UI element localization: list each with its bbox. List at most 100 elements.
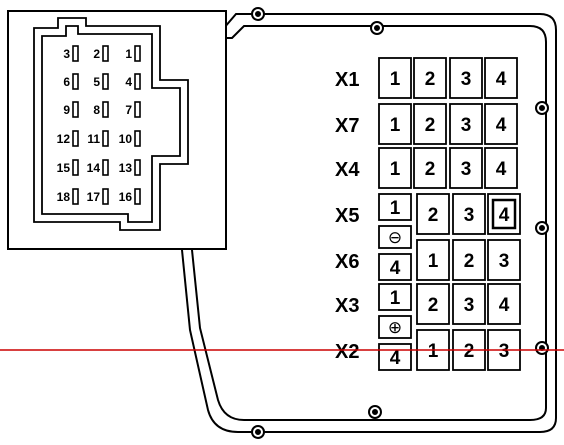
connector-cell xyxy=(452,283,486,325)
polarity-cell xyxy=(378,225,412,249)
connector-cell xyxy=(487,283,521,325)
connector-pin-number: 2 xyxy=(464,341,475,362)
connector-pin-number: 4 xyxy=(496,115,507,136)
pin-slot xyxy=(72,45,79,62)
pin-label: 14 xyxy=(87,161,101,175)
connector-pin-number: 1 xyxy=(390,159,401,180)
connector-cell xyxy=(484,103,518,145)
connector-cell xyxy=(452,239,486,281)
pin-slot xyxy=(134,159,141,176)
connector-cell xyxy=(378,193,412,221)
connector-pin-number: 4 xyxy=(496,159,507,180)
connector-cell xyxy=(413,103,447,145)
connector-pin-number: 1 xyxy=(390,115,401,136)
pin-label: 12 xyxy=(57,132,71,146)
connector-pin-number: 4 xyxy=(390,348,401,369)
connector-cell xyxy=(378,343,412,371)
pin-slot xyxy=(102,101,109,118)
pin-slot xyxy=(72,159,79,176)
connector-pin-number: 1 xyxy=(390,288,401,309)
pin-label: 11 xyxy=(87,132,100,146)
pin-slot xyxy=(134,73,141,90)
pin-label: 6 xyxy=(63,75,70,89)
connector-cell xyxy=(378,253,412,281)
connector-cell xyxy=(449,147,483,189)
pin-label: 3 xyxy=(63,47,70,61)
connector-cell xyxy=(416,239,450,281)
connector-label-x7: X7 xyxy=(335,115,359,137)
connector-label-x1: X1 xyxy=(335,69,359,91)
pin-label: 5 xyxy=(93,75,100,89)
connector-pin-number: 3 xyxy=(464,205,475,226)
connector-cell xyxy=(484,147,518,189)
pin-label: 16 xyxy=(119,190,133,204)
connector-pin-number: 2 xyxy=(464,251,475,272)
inset-outer-outline xyxy=(33,17,189,231)
pin-slot xyxy=(72,101,79,118)
connector-cell xyxy=(449,57,483,99)
pin-slot xyxy=(134,101,141,118)
connector-pin-number: 1 xyxy=(390,198,401,219)
connector-pin-number: 2 xyxy=(428,205,439,226)
connector-cell xyxy=(378,103,412,145)
pin-label: 18 xyxy=(57,190,71,204)
connector-cell xyxy=(378,283,412,311)
connector-pin-number: 4 xyxy=(496,69,507,90)
pin-slot xyxy=(102,188,109,205)
pin-label: 10 xyxy=(119,132,133,146)
connector-label-x3: X3 xyxy=(335,295,359,317)
connector-pin-number: 2 xyxy=(425,69,436,90)
pin-slot xyxy=(134,130,141,147)
connector-pin-number: 4 xyxy=(499,205,510,226)
connector-cell xyxy=(416,283,450,325)
connector-pin-number: 4 xyxy=(499,295,510,316)
inset-inner-outline xyxy=(41,25,181,223)
connector-pin-number: 3 xyxy=(461,159,472,180)
connector-label-x6: X6 xyxy=(335,251,359,273)
connector-cell xyxy=(416,193,450,235)
connector-cell xyxy=(378,147,412,189)
connector-cell xyxy=(413,147,447,189)
pin-label: 8 xyxy=(93,103,100,117)
polarity-symbol: ⊖ xyxy=(388,228,402,247)
pin-slot xyxy=(102,45,109,62)
connector-cell xyxy=(378,57,412,99)
pin-slot xyxy=(102,130,109,147)
connector-pin-number: 2 xyxy=(425,115,436,136)
connector-pin-number: 1 xyxy=(390,69,401,90)
pin-slot xyxy=(72,130,79,147)
connector-pin-number: 3 xyxy=(461,69,472,90)
polarity-cell xyxy=(378,315,412,339)
connector-label-x2: X2 xyxy=(335,341,359,363)
pin-label: 17 xyxy=(87,190,101,204)
pin-label: 13 xyxy=(119,161,133,175)
pin-slot xyxy=(72,73,79,90)
connector-pin-number: 1 xyxy=(428,341,439,362)
connector-pin-number: 3 xyxy=(499,251,510,272)
connector-cell xyxy=(452,193,486,235)
pin-slot xyxy=(102,73,109,90)
pin-label: 7 xyxy=(125,103,132,117)
connector-pin-number: 3 xyxy=(464,295,475,316)
connector-cell xyxy=(413,57,447,99)
pin-slot xyxy=(134,45,141,62)
connector-pin-number: 4 xyxy=(390,258,401,279)
pin-label: 2 xyxy=(93,47,100,61)
pin-label: 4 xyxy=(125,75,132,89)
pin-label: 1 xyxy=(125,47,132,61)
screw-boss xyxy=(251,7,549,439)
connector-pin-number: 1 xyxy=(428,251,439,272)
connector-cell xyxy=(484,57,518,99)
polarity-symbol: ⊕ xyxy=(388,318,402,337)
connector-label-x4: X4 xyxy=(335,159,360,181)
highlight-frame xyxy=(491,198,517,230)
connector-label-x5: X5 xyxy=(335,205,359,227)
connector-cell xyxy=(449,103,483,145)
pin-label: 9 xyxy=(63,103,70,117)
connector-cell xyxy=(487,239,521,281)
connector-pin-number: 2 xyxy=(425,159,436,180)
connector-pin-number: 3 xyxy=(499,341,510,362)
